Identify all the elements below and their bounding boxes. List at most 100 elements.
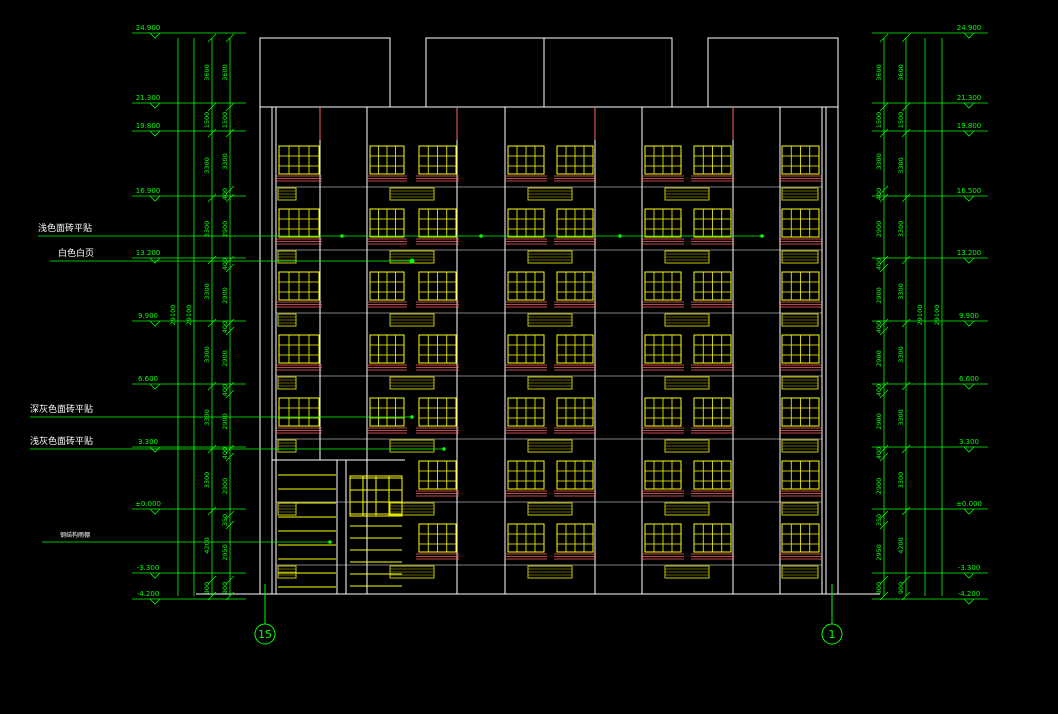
dim-label: 3300 (897, 346, 905, 363)
window (416, 523, 459, 560)
window (691, 208, 734, 245)
level-label: -4.200 (137, 590, 160, 598)
dim-label: 2900 (875, 413, 883, 430)
dim-tick (207, 381, 217, 391)
dim-tick (879, 381, 889, 391)
dim-label: 900 (203, 582, 211, 594)
dim-label: 3300 (897, 221, 905, 238)
level-triangle (149, 598, 161, 605)
callout-leaders (30, 235, 762, 543)
callout-light-grey-tile: 浅灰色面砖平贴 (30, 435, 93, 447)
dim-tick (879, 263, 889, 273)
dim-tick (879, 389, 889, 399)
dim-tick (901, 506, 911, 516)
level-triangle (963, 446, 975, 453)
dim-tick (879, 102, 889, 112)
window (691, 145, 734, 182)
window (416, 208, 459, 245)
dim-tick (879, 128, 889, 138)
dim-label: 3300 (897, 283, 905, 300)
level-triangle (149, 257, 161, 264)
dim-tick (225, 263, 235, 273)
dim-tick (225, 193, 235, 203)
dim-tick (901, 33, 911, 43)
dim-tick (225, 575, 235, 585)
window (779, 523, 822, 560)
dim-label: 4200 (897, 537, 905, 554)
level-label: 3.300 (959, 438, 979, 446)
dim-label: 400 (875, 188, 883, 200)
level-label: 24.900 (957, 24, 982, 32)
building-outline (196, 37, 880, 595)
window (554, 460, 596, 497)
dim-label: 1500 (221, 112, 229, 129)
window (416, 334, 459, 371)
level-label: ±0.000 (956, 500, 982, 508)
callout-dark-grey-tile: 深灰色面砖平贴 (30, 403, 93, 415)
level-triangle (963, 508, 975, 515)
dim-tick (901, 255, 911, 265)
level-triangle (963, 257, 975, 264)
level-label: 9.900 (138, 312, 158, 320)
window (691, 334, 734, 371)
level-triangle (963, 130, 975, 137)
dim-label: 2900 (875, 287, 883, 304)
axis-label-right: 1 (829, 628, 836, 641)
dim-label: 2900 (221, 478, 229, 495)
window (642, 208, 684, 245)
dim-label: 2950 (875, 544, 883, 561)
window (276, 145, 322, 182)
level-label: ±0.000 (135, 500, 161, 508)
level-label: 21.300 (136, 94, 161, 102)
level-triangle (963, 383, 975, 390)
dim-label: 400 (875, 447, 883, 459)
dim-label: 2950 (221, 544, 229, 561)
window (779, 460, 822, 497)
window (505, 460, 547, 497)
dim-tick (207, 33, 217, 43)
level-label: 16.900 (136, 187, 161, 195)
window (554, 145, 596, 182)
dim-tick (901, 381, 911, 391)
dim-tick (225, 389, 235, 399)
dim-label: 900 (897, 582, 905, 594)
dim-tick (879, 33, 889, 43)
dim-tick (879, 510, 889, 520)
dim-label: 400 (221, 258, 229, 270)
dim-tick (901, 444, 911, 454)
window (779, 208, 822, 245)
dim-total-label: 29100 (185, 305, 193, 326)
callout-labels: 浅色面砖平贴 白色白页 深灰色面砖平贴 浅灰色面砖平贴 钢结构雨棚 (30, 222, 94, 539)
callout-steel-canopy: 钢结构雨棚 (60, 531, 90, 539)
window (416, 460, 459, 497)
window (779, 271, 822, 308)
window (691, 397, 734, 434)
dim-tick (207, 128, 217, 138)
dim-label: 2900 (221, 287, 229, 304)
dim-tick (879, 444, 889, 454)
dim-tick (879, 193, 889, 203)
dim-label: 3300 (203, 409, 211, 426)
dim-label: 400 (875, 384, 883, 396)
level-label: 19.800 (957, 122, 982, 130)
window (276, 208, 322, 245)
dim-tick (879, 452, 889, 462)
window (691, 523, 734, 560)
level-triangle (963, 572, 975, 579)
level-label: 21.300 (957, 94, 982, 102)
window (691, 460, 734, 497)
dim-tick (879, 326, 889, 336)
callout-light-tile: 浅色面砖平贴 (38, 222, 92, 234)
dim-tick (901, 128, 911, 138)
left-level-marks: 24.90021.30019.80016.90013.2009.9006.600… (132, 24, 246, 605)
level-label: -3.300 (958, 564, 981, 572)
window (367, 271, 407, 308)
window (642, 523, 684, 560)
dim-tick (225, 326, 235, 336)
window (416, 145, 459, 182)
dim-tick (225, 510, 235, 520)
dim-total-label: 29100 (169, 305, 177, 326)
window (642, 334, 684, 371)
dim-tick (207, 318, 217, 328)
